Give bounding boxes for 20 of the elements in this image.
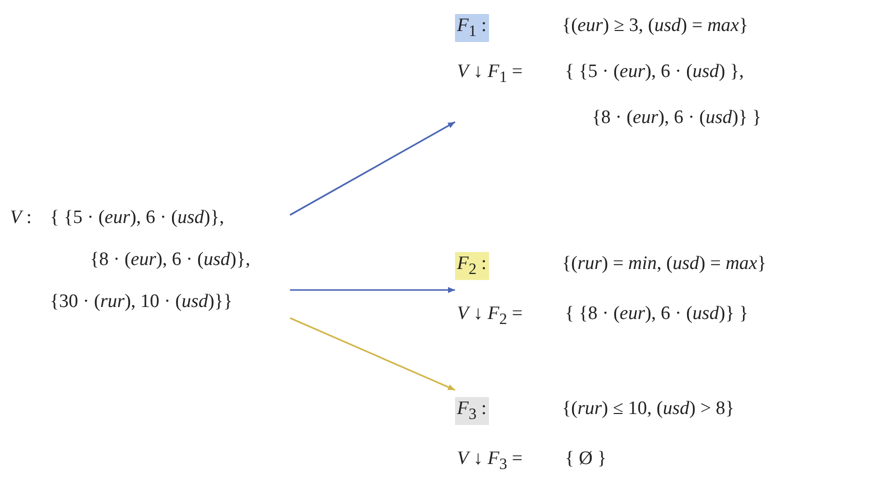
- filter-label: F$_{1}$ :: [455, 14, 489, 42]
- formula-text: V ↓ F$_{3}$ =: [456, 447, 524, 475]
- arrow: [290, 287, 455, 293]
- formula-text: {(rur) ≤ 10, (usd) > 8}: [561, 397, 736, 421]
- formula-text: { {5 · (eur), 6 · (usd)},: [49, 206, 226, 230]
- formula-text: V :: [9, 206, 33, 230]
- arrow: [290, 121, 456, 216]
- formula-text: {8 · (eur), 6 · (usd)},: [89, 248, 252, 272]
- arrow: [290, 317, 456, 391]
- formula-text: {(rur) = min, (usd) = max}: [561, 252, 768, 276]
- filter-label: F$_{2}$ :: [455, 252, 489, 280]
- formula-text: {(eur) ≥ 3, (usd) = max}: [561, 14, 750, 38]
- filter-label: F$_{3}$ :: [455, 397, 489, 425]
- formula-text: V ↓ F$_{2}$ =: [456, 302, 524, 330]
- formula-text: { Ø }: [564, 447, 608, 471]
- formula-text: {8 · (eur), 6 · (usd)} }: [591, 106, 762, 130]
- formula-text: { {5 · (eur), 6 · (usd) },: [564, 60, 745, 84]
- formula-text: { {8 · (eur), 6 · (usd)} }: [564, 302, 750, 326]
- formula-text: {30 · (rur), 10 · (usd)}}: [49, 290, 234, 314]
- formula-text: V ↓ F$_{1}$ =: [456, 60, 524, 88]
